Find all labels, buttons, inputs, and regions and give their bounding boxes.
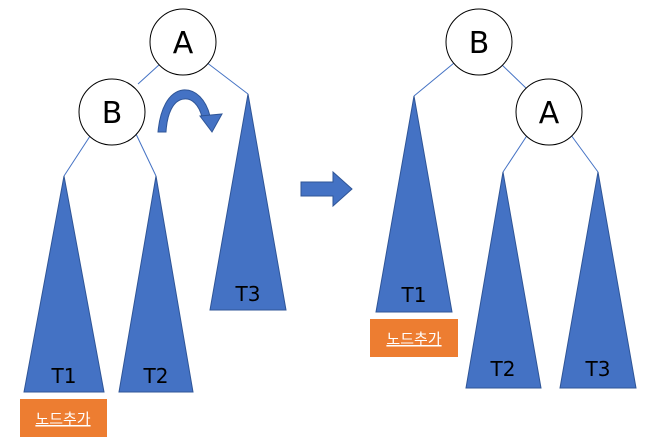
tree-after: T1 T2 T3 B A 노드추가 [370, 8, 637, 389]
edge-a-b [137, 63, 161, 85]
node-a-before [149, 8, 217, 76]
edge-a-t2-after [502, 130, 531, 173]
subtree-t2-before [118, 175, 194, 393]
subtree-t3-label: T3 [235, 282, 261, 306]
edge-b-t1 [63, 129, 95, 177]
edge-a-t3 [205, 61, 249, 95]
node-a-label: A [173, 26, 194, 61]
add-node-badge-after: 노드추가 [370, 319, 458, 357]
add-node-badge-before: 노드추가 [20, 399, 107, 437]
node-b-after [445, 8, 513, 76]
edge-b-t2 [135, 133, 157, 177]
edge-b-t1-after [413, 62, 455, 97]
subtree-t3-after-label: T3 [585, 357, 611, 381]
node-a-after [515, 78, 583, 146]
edge-a-t3-after [567, 130, 599, 173]
subtree-t1-label: T1 [51, 364, 77, 388]
subtree-t3-after [559, 171, 637, 389]
subtree-t3-before [209, 93, 287, 311]
right-arrow-icon [300, 170, 353, 208]
node-b-before [78, 78, 146, 146]
subtree-t2-after [465, 171, 542, 389]
subtree-t2-label: T2 [143, 364, 169, 388]
subtree-t1-before [23, 175, 105, 393]
node-b-after-label: B [469, 26, 490, 61]
subtree-t1-after-label: T1 [401, 283, 427, 307]
node-a-after-label: A [539, 96, 560, 131]
clockwise-curved-arrow-icon [157, 89, 223, 133]
node-b-label: B [102, 96, 123, 131]
add-node-badge-after-label: 노드추가 [386, 330, 441, 348]
subtree-t2-after-label: T2 [490, 357, 516, 381]
tree-before: T1 T2 T3 A B 노드추가 [20, 8, 287, 437]
subtree-t1-after [375, 95, 453, 313]
add-node-badge-label: 노드추가 [35, 410, 90, 428]
edge-b-a-after [499, 62, 529, 91]
